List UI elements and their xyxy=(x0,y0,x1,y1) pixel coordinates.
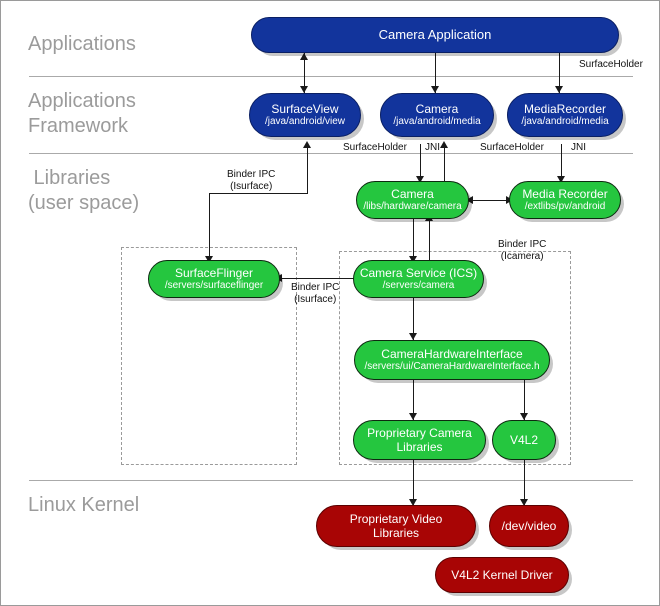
arrow-proprietary-to-video xyxy=(409,499,417,506)
divider-framework xyxy=(29,153,633,154)
edge-service-to-chi xyxy=(413,296,414,340)
node-title: Camera xyxy=(391,187,434,201)
edge-service-to-camera-native xyxy=(429,217,430,261)
node-dev-video[interactable]: /dev/video xyxy=(489,505,569,547)
node-title: CameraHardwareInterface xyxy=(381,347,523,361)
arrow-chi-to-v4l2 xyxy=(520,413,528,420)
edge-binder-isurface-down xyxy=(209,193,210,261)
node-subtitle: /servers/surfaceflinger xyxy=(164,280,264,291)
node-title: Camera xyxy=(415,102,459,116)
node-surfaceflinger[interactable]: SurfaceFlinger /servers/surfaceflinger xyxy=(148,260,280,298)
node-title: Media Recorder xyxy=(522,187,608,201)
node-title: MediaRecorder xyxy=(523,102,607,116)
edge-app-surfaceview xyxy=(304,53,305,93)
arrow-v4l2-to-devvideo xyxy=(520,499,528,506)
node-camera-service[interactable]: Camera Service (ICS) /servers/camera xyxy=(353,260,484,298)
edge-chi-to-proprietary xyxy=(413,380,414,420)
node-surfaceview[interactable]: SurfaceView /java/android/view xyxy=(249,93,361,137)
layer-label-applications-framework: Applications Framework xyxy=(28,90,136,137)
node-camera-java[interactable]: Camera /java/android/media xyxy=(380,93,494,137)
edge-label-surfaceholder-camera: SurfaceHolder xyxy=(343,142,407,153)
edge-binder-isurface-horizontal xyxy=(209,193,308,194)
node-title: SurfaceFlinger xyxy=(174,266,254,280)
node-title-line2: Libraries xyxy=(372,526,420,540)
node-title: SurfaceView xyxy=(271,102,339,116)
node-title: Camera Application xyxy=(378,27,492,42)
arrow-app-surfaceview-down xyxy=(300,86,308,93)
arrow-app-surfaceview-up xyxy=(300,53,308,60)
node-camera-application[interactable]: Camera Application xyxy=(251,17,619,53)
node-media-recorder-native[interactable]: Media Recorder /extlibs/pv/android xyxy=(509,181,621,219)
layer-label-libraries: Libraries (user space) xyxy=(28,167,140,214)
arrow-surfaceview-binder-up xyxy=(303,141,311,148)
arrow-camera-java-down xyxy=(416,176,424,183)
edge-chi-to-v4l2 xyxy=(524,380,525,420)
node-title: V4L2 xyxy=(509,433,539,447)
edge-label-jni-camera: JNI xyxy=(425,142,440,153)
node-camera-native[interactable]: Camera /libs/hardware/camera xyxy=(356,181,469,219)
arrow-camera-native-up xyxy=(440,141,448,148)
node-title: Camera Service (ICS) xyxy=(359,266,478,280)
node-subtitle: /java/android/media xyxy=(393,116,481,127)
edge-label-binder-ipc-icamera: Binder IPC (Icamera) xyxy=(498,239,547,262)
edge-camera-native-up xyxy=(444,144,445,182)
edge-label-surfaceholder-app: SurfaceHolder xyxy=(579,59,643,70)
node-proprietary-camera-libraries[interactable]: Proprietary Camera Libraries xyxy=(353,420,486,460)
node-subtitle: /java/android/view xyxy=(264,116,346,127)
node-subtitle: /servers/camera xyxy=(382,280,455,291)
arrow-mediarecorder-down xyxy=(557,176,565,183)
node-subtitle: /extlibs/pv/android xyxy=(524,201,606,212)
node-title: Proprietary Video xyxy=(349,512,443,526)
node-title-line2: Libraries xyxy=(396,440,443,454)
edge-v4l2-to-devvideo xyxy=(524,460,525,505)
arrow-chi-to-proprietary xyxy=(409,413,417,420)
divider-applications xyxy=(29,76,633,77)
node-v4l2-kernel-driver[interactable]: V4L2 Kernel Driver xyxy=(435,557,569,593)
edge-proprietary-to-video xyxy=(413,460,414,505)
node-mediarecorder[interactable]: MediaRecorder /java/android/media xyxy=(507,93,623,137)
edge-mediarecorder-down xyxy=(561,144,562,182)
node-camera-hardware-interface[interactable]: CameraHardwareInterface /servers/ui/Came… xyxy=(354,340,550,380)
arrow-app-mediarecorder xyxy=(555,86,563,93)
edge-camera-mediarecorder xyxy=(469,200,511,201)
arrow-camera-native-left xyxy=(466,196,473,204)
node-v4l2[interactable]: V4L2 xyxy=(492,420,556,460)
edge-label-surfaceholder-mediarecorder: SurfaceHolder xyxy=(480,142,544,153)
edge-camera-java-down xyxy=(420,144,421,182)
arrow-app-camera-java xyxy=(431,86,439,93)
layer-label-applications: Applications xyxy=(28,33,136,55)
node-title: V4L2 Kernel Driver xyxy=(451,568,553,582)
edge-app-camera-java xyxy=(435,53,436,93)
layer-label-linux-kernel: Linux Kernel xyxy=(28,494,140,516)
node-subtitle: /java/android/media xyxy=(521,116,609,127)
edge-app-mediarecorder xyxy=(559,53,560,93)
edge-camera-native-to-service xyxy=(413,217,414,261)
edge-label-binder-ipc-isurface-service: Binder IPC (Isurface) xyxy=(291,282,340,305)
group-box-camera-service-space xyxy=(339,251,571,465)
node-subtitle: /servers/ui/CameraHardwareInterface.h xyxy=(364,361,540,372)
divider-libraries xyxy=(29,480,633,481)
node-title: Proprietary Camera xyxy=(367,426,472,440)
edge-service-to-surfaceflinger xyxy=(280,278,354,279)
node-title: /dev/video xyxy=(501,519,557,533)
edge-label-binder-ipc-isurface-top: Binder IPC (Isurface) xyxy=(227,169,276,192)
arrow-service-to-chi xyxy=(409,333,417,340)
node-proprietary-video-libraries[interactable]: Proprietary Video Libraries xyxy=(316,505,476,547)
edge-surfaceview-binder-up xyxy=(307,144,308,194)
edge-label-jni-mediarecorder: JNI xyxy=(571,142,586,153)
node-subtitle: /libs/hardware/camera xyxy=(363,201,462,212)
